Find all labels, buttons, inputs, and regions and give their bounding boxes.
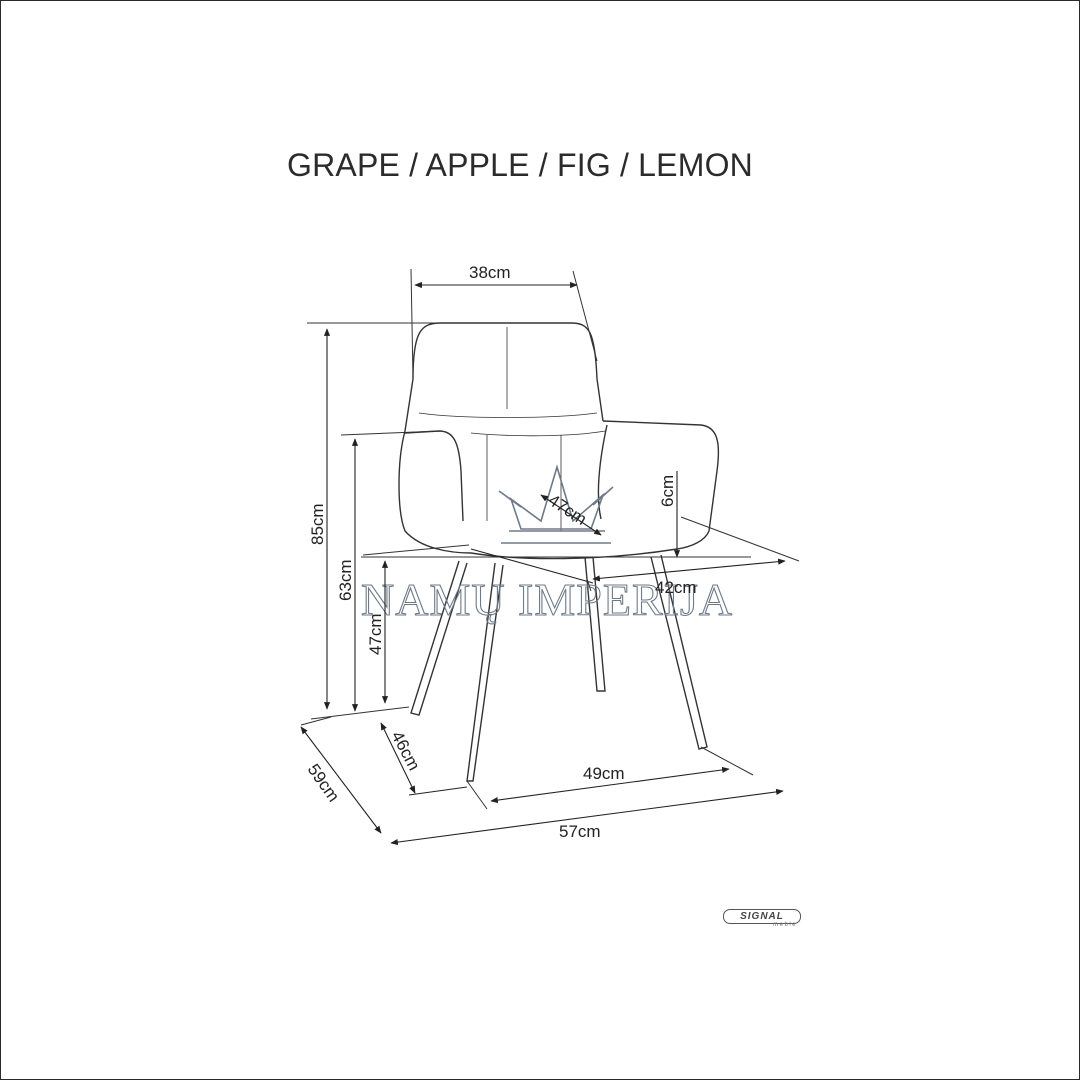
dim-line-leg-depth — [380, 722, 416, 794]
label-total-height: 85cm — [308, 503, 327, 545]
brand-logo: SIGNAL meble — [723, 909, 801, 931]
chair-back-right — [596, 378, 604, 422]
chair-outline — [398, 322, 720, 782]
chair-leg-back-right — [584, 556, 606, 692]
label-leg-width: 49cm — [583, 764, 625, 783]
watermark: NAMŲ IMPERIJA — [360, 464, 733, 626]
dim-line-total-depth — [300, 726, 382, 834]
dim-line-seat-diag — [470, 548, 594, 584]
chair-backrest — [412, 322, 598, 380]
label-seat-width: 42cm — [655, 578, 697, 597]
chair-arm-left — [398, 430, 472, 554]
chair-leg-front-left — [410, 560, 468, 716]
chair-back-left — [404, 378, 414, 432]
dim-line-total-width — [390, 788, 784, 846]
chair-arm-right — [602, 420, 720, 550]
chair-leg-back-left — [466, 562, 504, 782]
watermark-text: NAMŲ IMPERIJA — [361, 574, 733, 625]
label-leg-depth: 46cm — [387, 728, 423, 774]
label-armrest-offset: 6cm — [658, 475, 677, 507]
brand-sub: meble — [773, 922, 797, 928]
label-total-depth: 59cm — [304, 760, 343, 805]
dimension-labels: 38cm 85cm 63cm 47cm 47cm 6cm 42cm 46cm 4… — [304, 263, 697, 841]
dim-line-seat-width — [592, 558, 786, 582]
chair-tuft-3 — [470, 430, 606, 437]
label-total-width: 57cm — [559, 822, 601, 841]
brand-name: SIGNAL — [723, 909, 801, 924]
extension-lines — [300, 268, 800, 810]
dimension-lines — [300, 281, 786, 846]
product-title: GRAPE / APPLE / FIG / LEMON — [287, 147, 753, 183]
label-seat-height: 47cm — [366, 613, 385, 655]
dim-line-seat-depth — [540, 494, 602, 536]
label-armrest-height: 63cm — [336, 559, 355, 601]
label-seat-depth: 47cm — [545, 490, 590, 529]
chair-seat-front — [470, 548, 678, 560]
chair-tuft-1 — [418, 412, 598, 418]
label-back-width: 38cm — [469, 263, 511, 282]
chair-arm-left-top — [404, 430, 464, 522]
